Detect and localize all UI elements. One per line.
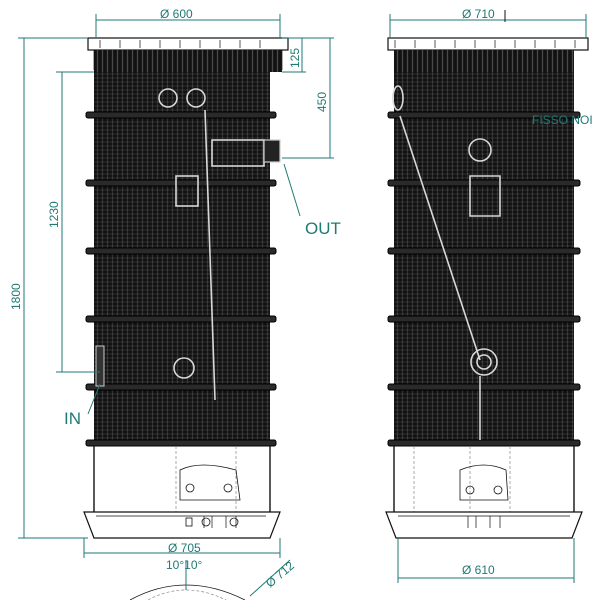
dim-bottom-right: Ø 610 — [462, 563, 495, 577]
left-neck — [94, 50, 282, 72]
bottom-arc — [129, 584, 246, 600]
dim-125: 125 — [288, 48, 302, 68]
right-internal-piping — [392, 85, 501, 440]
dim-450: 450 — [315, 92, 329, 112]
dim-top-left: Ø 600 — [160, 7, 193, 21]
dim-diag: Ø 712 — [263, 558, 297, 590]
right-base — [385, 511, 583, 539]
left-view — [83, 37, 289, 600]
left-base — [83, 511, 281, 539]
out-port — [263, 139, 281, 163]
label-in: IN — [64, 409, 81, 428]
label-out: OUT — [305, 219, 341, 238]
left-ribs — [85, 111, 277, 447]
dim-1230: 1230 — [47, 201, 61, 228]
right-view — [385, 37, 589, 539]
dim-1800: 1800 — [9, 283, 23, 310]
dim-bottom-left: Ø 705 — [168, 541, 201, 555]
in-port — [95, 345, 105, 387]
left-internal-piping — [95, 88, 281, 401]
dim-top-right: Ø 710 — [462, 7, 495, 21]
left-cover — [87, 37, 289, 51]
left-dimensions: Ø 600 125 450 1230 1800 Ø 705 10°10° Ø 7… — [9, 7, 341, 597]
cut-text: FISSO NOI — [532, 113, 593, 127]
right-ribs — [387, 111, 581, 447]
right-cover — [387, 37, 589, 51]
right-dimensions: Ø 710 FISSO NOI Ø 610 — [389, 7, 593, 583]
dim-angle: 10°10° — [166, 558, 202, 572]
right-neck — [394, 50, 574, 72]
